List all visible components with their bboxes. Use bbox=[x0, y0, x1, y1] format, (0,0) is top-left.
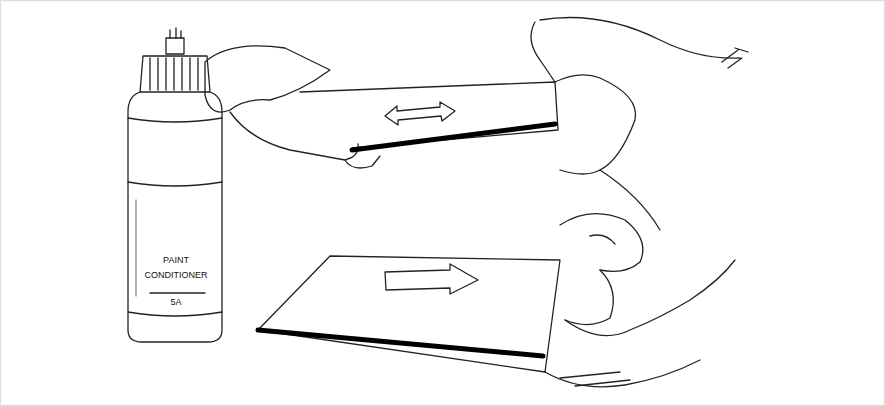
bottle-label: PAINT bbox=[162, 256, 190, 266]
bottle-label: CONDITIONER bbox=[144, 271, 209, 281]
panel-hand bbox=[258, 214, 735, 387]
upper-hand-strip bbox=[205, 18, 748, 231]
bottle bbox=[128, 28, 222, 342]
bottle-label: 5A bbox=[169, 298, 182, 308]
